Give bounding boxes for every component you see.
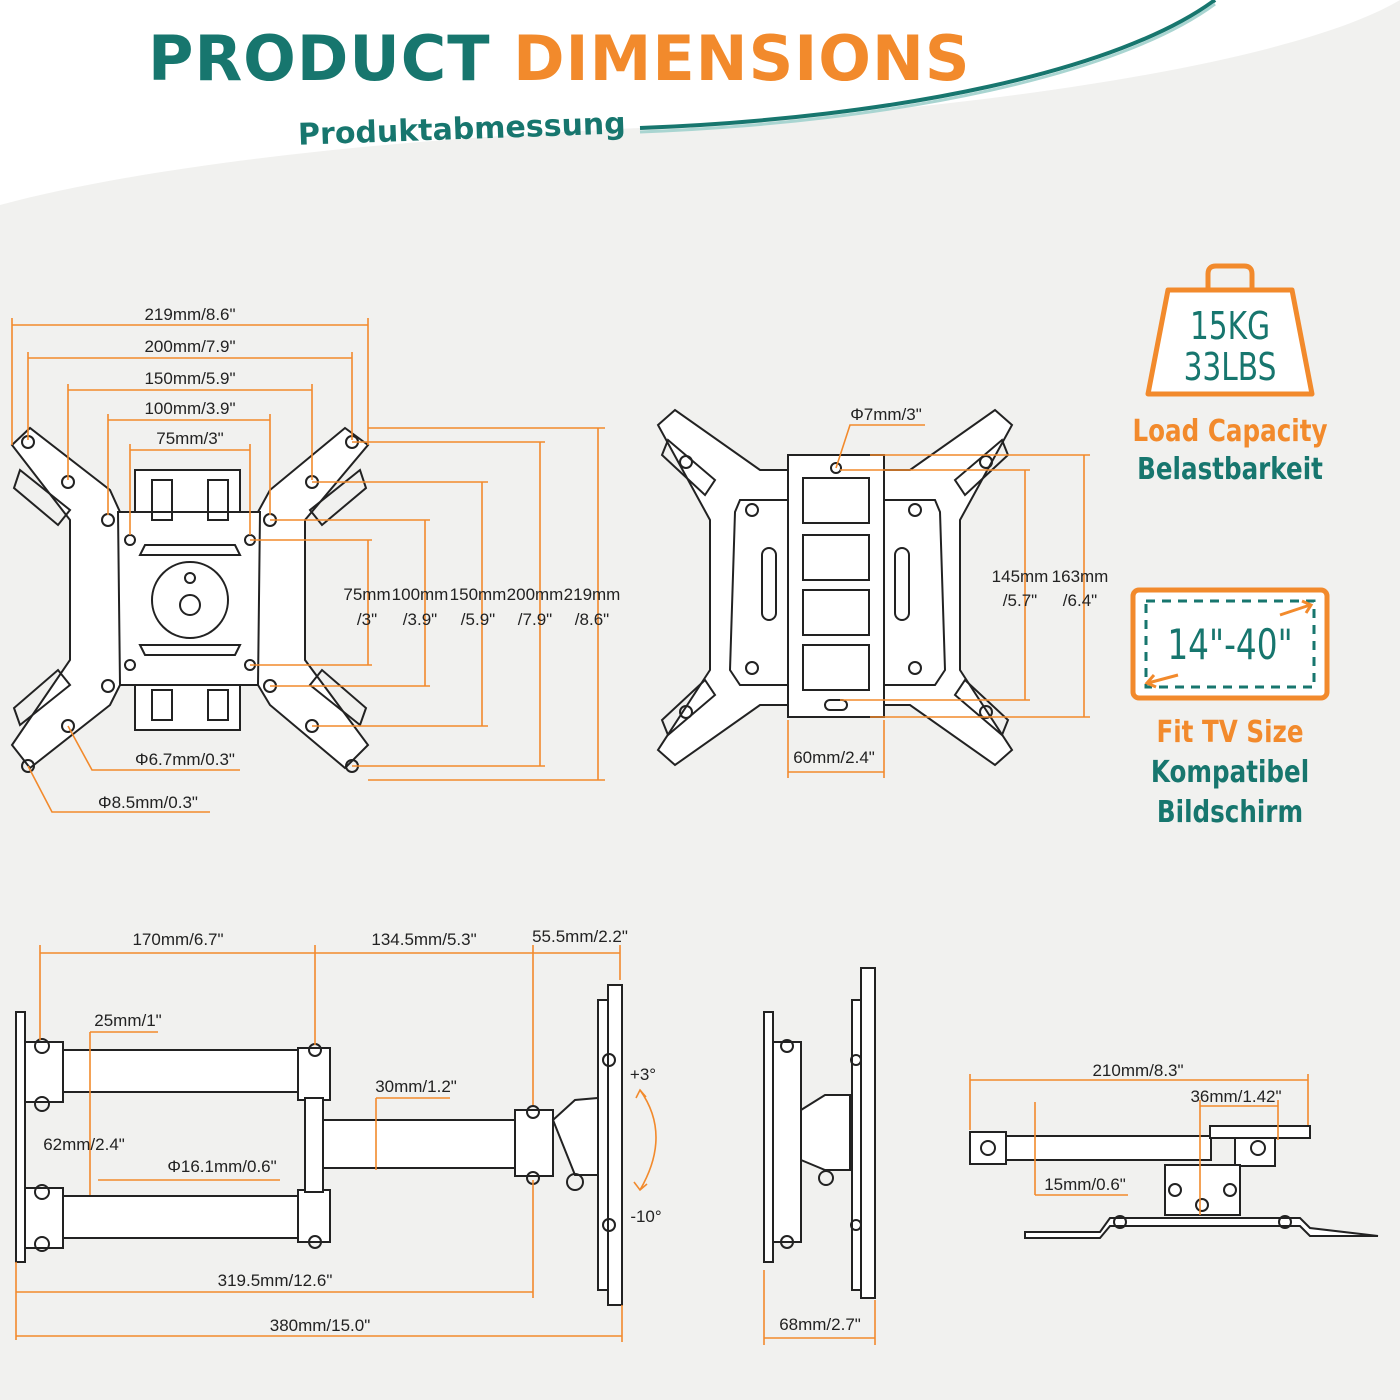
dim-back-hole: Φ7mm/3" [850,405,922,424]
dim-100-height-a: 100mm [392,585,449,604]
dim-15: 15mm/0.6" [1044,1175,1126,1194]
page-title: PRODUCT DIMENSIONS [148,22,971,95]
title-part-2: DIMENSIONS [513,22,971,95]
dim-200-height-a: 200mm [507,585,564,604]
side-view-diagram: 170mm/6.7" 134.5mm/5.3" 55.5mm/2.2" 25mm… [15,927,662,1342]
tilt-down: -10° [630,1207,661,1226]
dim-200-height-b: /7.9" [518,610,552,629]
title-part-1: PRODUCT [148,22,491,95]
dim-55: 55.5mm/2.2" [532,927,628,946]
tv-size-value: 14"-40" [1167,620,1292,669]
dim-170: 170mm/6.7" [132,930,223,949]
dim-100-width: 100mm/3.9" [144,399,235,418]
dim-75-height-b: /3" [357,610,377,629]
dim-30: 30mm/1.2" [375,1077,457,1096]
folded-view-diagram: 68mm/2.7" [763,967,876,1345]
dim-210: 210mm/8.3" [1092,1061,1183,1080]
belastbarkeit-label: Belastbarkeit [1137,452,1323,487]
dim-68: 68mm/2.7" [779,1315,861,1334]
dim-219-height-a: 219mm [564,585,621,604]
fit-tv-size-label: Fit TV Size [1156,715,1304,750]
tilt-up: +3° [630,1065,656,1084]
dim-200-width: 200mm/7.9" [144,337,235,356]
tv-size-icon: 14"-40" [1130,587,1330,701]
header-swoosh [0,0,1400,205]
dim-75-width: 75mm/3" [156,429,223,448]
dim-100-height-b: /3.9" [403,610,437,629]
bildschirm-label: Bildschirm [1156,795,1304,830]
dim-150-width: 150mm/5.9" [144,369,235,388]
dim-319: 319.5mm/12.6" [218,1271,333,1290]
dim-hole-67: Φ6.7mm/0.3" [135,750,235,769]
dim-145-b: /5.7" [1003,591,1037,610]
dim-380: 380mm/15.0" [270,1316,371,1335]
dim-150-height-a: 150mm [450,585,507,604]
dim-150-height-b: /5.9" [461,610,495,629]
dim-36: 36mm/1.42" [1190,1087,1281,1106]
dim-16: Φ16.1mm/0.6" [167,1157,276,1176]
dim-62: 62mm/2.4" [43,1135,125,1154]
load-capacity-label: Load Capacity [1132,414,1328,449]
dim-25: 25mm/1" [94,1011,161,1030]
kompatibel-label: Kompatibel [1150,755,1310,790]
dim-163-a: 163mm [1052,567,1109,586]
dim-145-a: 145mm [992,567,1049,586]
dim-219-width: 219mm/8.6" [144,305,235,324]
load-lbs: 33LBS [1184,345,1277,390]
dim-hole-85: Φ8.5mm/0.3" [98,793,198,812]
dim-219-height-b: /8.6" [575,610,609,629]
dim-163-b: /6.4" [1063,591,1097,610]
weight-icon: 15KG 33LBS [1145,263,1315,397]
top-view-diagram: 210mm/8.3" 36mm/1.42" 15mm/0.6" [969,1061,1379,1239]
back-view-diagram: Φ7mm/3" 145mm /5.7" 163mm /6.4" 60mm/2.4… [656,405,1109,778]
dim-134: 134.5mm/5.3" [371,930,476,949]
front-view-diagram: 219mm/8.6" 200mm/7.9" 150mm/5.9" 100mm/3… [10,305,621,813]
dim-60-width: 60mm/2.4" [793,748,875,767]
load-kg: 15KG [1190,304,1270,349]
dim-75-height-a: 75mm [343,585,390,604]
